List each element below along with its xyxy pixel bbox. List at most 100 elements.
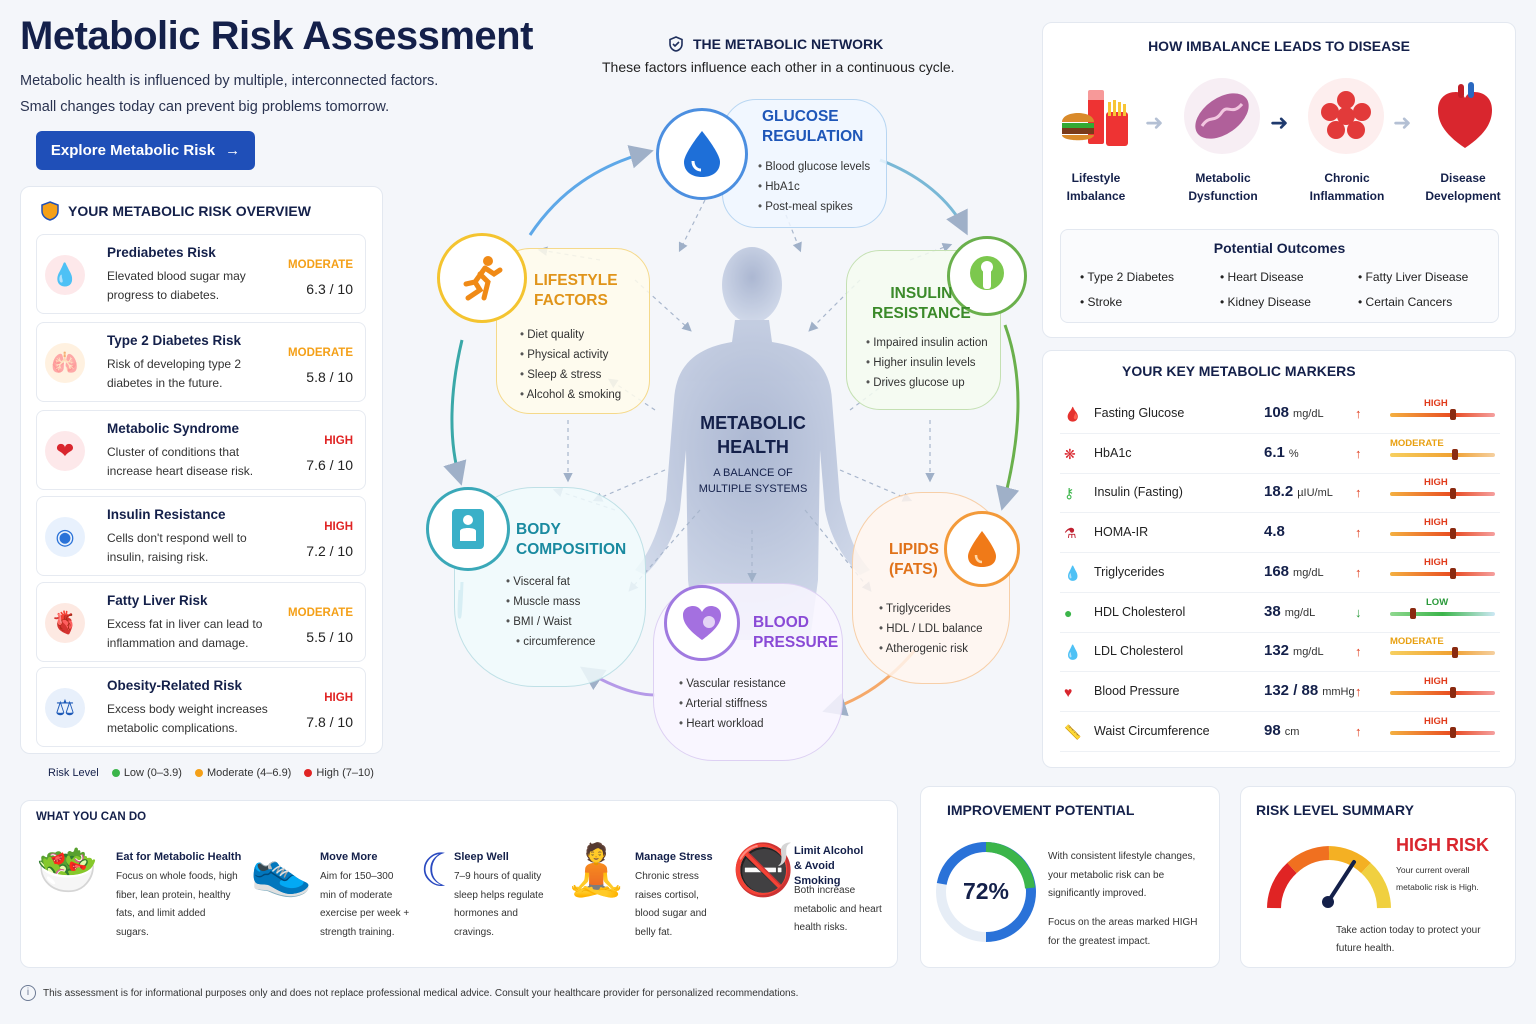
action-item[interactable]: 🧘 Manage Stress Chronic stress raises co… [565, 840, 725, 950]
action-desc: Aim for 150–300 min of moderate exercise… [320, 871, 410, 938]
risk-card-score: 7.8 / 10 [306, 714, 353, 730]
outcome-item: • Kidney Disease [1220, 295, 1311, 309]
marker-row[interactable]: ❋ HbA1c 6.1% ↑ MODERATE [1060, 434, 1500, 474]
risk-card-title: Obesity-Related Risk [107, 678, 243, 693]
actions-panel [20, 800, 898, 968]
lipids-list: TriglyceridesHDL / LDL balanceAtherogeni… [879, 599, 983, 659]
trend-arrow-icon: ↑ [1355, 485, 1362, 501]
center-sub-line-1: A BALANCE OF [713, 467, 793, 479]
marker-level-tag: HIGH [1424, 477, 1448, 489]
explore-risk-button[interactable]: Explore Metabolic Risk → [36, 131, 255, 170]
risk-card[interactable]: ⚖ Obesity-Related Risk Excess body weigh… [36, 667, 366, 747]
risk-card-desc: Cells don't respond well to insulin, rai… [107, 531, 247, 564]
fast-food-icon [1060, 82, 1132, 152]
legend-high: High (7–10) [316, 767, 374, 779]
high-dot-icon [304, 769, 313, 778]
fat-drop-icon: 💧 [1064, 644, 1082, 661]
marker-level-bar [1390, 611, 1495, 616]
marker-level-tag: HIGH [1424, 675, 1448, 687]
info-icon: i [20, 985, 36, 1001]
risk-card-score: 7.6 / 10 [306, 457, 353, 473]
marker-level-bar [1390, 413, 1495, 417]
intro-line-1: Metabolic health is influenced by multip… [20, 73, 439, 89]
risk-card-title: Fatty Liver Risk [107, 593, 208, 608]
risk-card[interactable]: ❤ Metabolic Syndrome Cluster of conditio… [36, 410, 366, 490]
risk-card-score: 5.8 / 10 [306, 369, 353, 385]
marker-row[interactable]: ⚗ HOMA-IR 4.8 ↑ HIGH [1060, 513, 1500, 554]
marker-level-tag: LOW [1426, 596, 1449, 608]
lab-icon: ⚗ [1064, 525, 1077, 542]
actions-title: WHAT YOU CAN DO [36, 811, 147, 823]
legend-low: Low (0–3.9) [123, 767, 182, 779]
cell-icon: ◉ [45, 517, 85, 557]
markers-title: YOUR KEY METABOLIC MARKERS [1122, 363, 1356, 379]
marker-level-tag: HIGH [1424, 398, 1448, 409]
trend-arrow-icon: ↑ [1355, 445, 1362, 461]
heart-icon: ❤ [45, 431, 85, 471]
outcome-item: • Stroke [1080, 295, 1123, 309]
risk-card-desc: Excess fat in liver can lead to inflamma… [107, 617, 263, 650]
page-title: Metabolic Risk Assessment [20, 14, 533, 58]
network-subtitle: These factors influence each other in a … [602, 59, 955, 75]
risk-card[interactable]: ◉ Insulin Resistance Cells don't respond… [36, 496, 366, 576]
risk-card-desc: Risk of developing type 2 diabetes in th… [107, 357, 242, 390]
risk-gauge [1267, 846, 1391, 909]
action-desc: Both increase metabolic and heart health… [794, 885, 882, 933]
action-title: Sleep Well [454, 851, 509, 863]
key-icon: ⚷ [1064, 485, 1075, 502]
water-drop-icon [656, 108, 748, 200]
blood-drop-icon: 🩸 [1064, 406, 1082, 422]
risk-card[interactable]: 💧 Prediabetes Risk Elevated blood sugar … [36, 234, 366, 314]
insulin-syringe-icon [947, 236, 1027, 316]
action-item[interactable]: ☾ Sleep Well 7–9 hours of quality sleep … [420, 840, 580, 950]
moderate-dot-icon [194, 769, 203, 778]
marker-level-indicator [1410, 607, 1416, 619]
marker-level-tag: HIGH [1424, 715, 1448, 727]
risk-card[interactable]: 🫀 Fatty Liver Risk Excess fat in liver c… [36, 582, 366, 662]
tape-measure-icon: 📏 [1064, 723, 1082, 740]
inflammation-icon [1308, 78, 1384, 154]
trend-arrow-icon: ↑ [1355, 644, 1362, 660]
improvement-title: IMPROVEMENT POTENTIAL [947, 802, 1135, 818]
action-desc: Focus on whole foods, high fiber, lean p… [116, 871, 238, 938]
action-item[interactable]: 🚭 Limit Alcohol & Avoid Smoking Both inc… [732, 840, 887, 950]
marker-level-bar [1390, 492, 1495, 497]
risk-card-score: 6.3 / 10 [306, 281, 353, 297]
center-title: METABOLIC HEALTH [668, 411, 838, 459]
action-desc: Chronic stress raises cortisol, blood su… [635, 871, 707, 938]
risk-card-desc: Elevated blood sugar may progress to dia… [107, 269, 246, 302]
risk-card-level: MODERATE [288, 347, 353, 359]
center-title-line-1: METABOLIC [700, 413, 806, 433]
moon-icon: ☾ [420, 844, 462, 896]
risk-card-title: Metabolic Syndrome [107, 421, 240, 436]
body-scan-icon [426, 487, 510, 571]
green-dot-icon: ● [1064, 604, 1073, 621]
explore-risk-label: Explore Metabolic Risk [50, 142, 216, 159]
action-item[interactable]: 👟 Move More Aim for 150–300 min of moder… [250, 840, 410, 950]
shield-check-icon [668, 36, 686, 54]
trend-arrow-icon: ↑ [1355, 564, 1362, 580]
action-item[interactable]: 🥗 Eat for Metabolic Health Focus on whol… [36, 840, 241, 950]
fat-drop-icon [944, 511, 1020, 587]
marker-name: LDL Cholesterol [1094, 644, 1184, 659]
intro-line-2: Small changes today can prevent big prob… [20, 99, 390, 115]
action-title: Limit Alcohol & Avoid Smoking [794, 845, 864, 887]
risk-card-level: HIGH [324, 435, 353, 447]
markers-panel [1042, 350, 1516, 768]
risk-card[interactable]: 🫁 Type 2 Diabetes Risk Risk of developin… [36, 322, 366, 402]
risk-card-title: Prediabetes Risk [107, 245, 216, 260]
